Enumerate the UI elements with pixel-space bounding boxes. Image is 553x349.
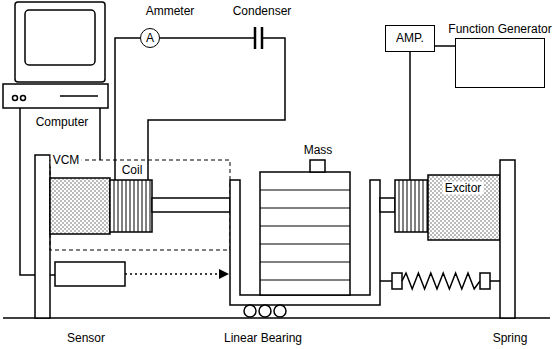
vcm-coil: [110, 180, 152, 232]
spring-coil: [402, 273, 480, 289]
coil-winding: [122, 180, 123, 232]
coil-winding: [407, 180, 408, 232]
coil-winding: [134, 180, 135, 232]
part-label: Computer: [34, 116, 91, 129]
spring-rod: [490, 280, 500, 282]
part-label: Spring: [491, 332, 530, 345]
coil-winding: [138, 180, 139, 232]
part-label: Condenser: [231, 5, 294, 18]
sensor-beam: [125, 273, 228, 275]
excitor-shaft: [380, 198, 395, 212]
mass-plate: [260, 262, 350, 263]
signal-wire: [99, 108, 101, 160]
part-label: Sensor: [65, 332, 107, 345]
part-label: VCM: [51, 154, 82, 167]
part-label: Ammeter: [144, 5, 197, 18]
drive-wire: [409, 52, 411, 180]
mass-stack: [260, 172, 350, 295]
left-support: [35, 155, 50, 318]
coil-winding: [411, 180, 412, 232]
part-label: Mass: [302, 144, 335, 157]
coil-winding: [126, 180, 127, 232]
signal-wire: [435, 45, 455, 47]
coil-winding: [142, 180, 143, 232]
node-label: AMP.: [396, 32, 424, 45]
part-label: Excitor: [443, 182, 484, 195]
mass-plate: [260, 280, 350, 281]
sensor-box: [55, 262, 125, 286]
spring-mount: [392, 273, 402, 289]
node-label: A: [146, 32, 154, 45]
vcm-shaft: [152, 198, 230, 212]
coil-winding: [399, 180, 400, 232]
part-label: Coil: [120, 164, 145, 177]
coil-winding: [415, 180, 416, 232]
vcm-housing: [50, 160, 230, 250]
mass-plate: [260, 208, 350, 209]
excitor-coil: [395, 180, 428, 232]
mass-knob: [310, 160, 325, 172]
mass-plate: [260, 244, 350, 245]
node-label: Function Generator: [446, 23, 553, 36]
computer: [3, 2, 108, 108]
coil-winding: [150, 180, 151, 232]
linear-bearing: [244, 305, 286, 317]
amplifier-box: AMP.: [385, 25, 435, 52]
coil-winding: [118, 180, 119, 232]
ammeter-symbol: A: [140, 28, 160, 48]
excitor-body: [428, 175, 500, 240]
coil-winding: [146, 180, 147, 232]
mass-plate: [260, 190, 350, 191]
coil-wire: [160, 37, 255, 39]
coil-winding: [114, 180, 115, 232]
coil-winding: [130, 180, 131, 232]
vcm-magnet: [50, 178, 110, 234]
spring-mount: [480, 273, 490, 289]
coil-wire: [148, 38, 285, 180]
coil-winding: [403, 180, 404, 232]
function-generator: Function Generator: [455, 38, 545, 88]
coil-winding: [423, 180, 424, 232]
part-label: Linear Bearing: [222, 332, 304, 345]
coil-winding: [419, 180, 420, 232]
right-support: [500, 160, 515, 318]
condenser-plate: [254, 27, 257, 49]
coil-wire: [115, 38, 140, 180]
mass-plate: [260, 226, 350, 227]
base-plate: [3, 317, 550, 319]
spring-rod: [380, 280, 392, 282]
